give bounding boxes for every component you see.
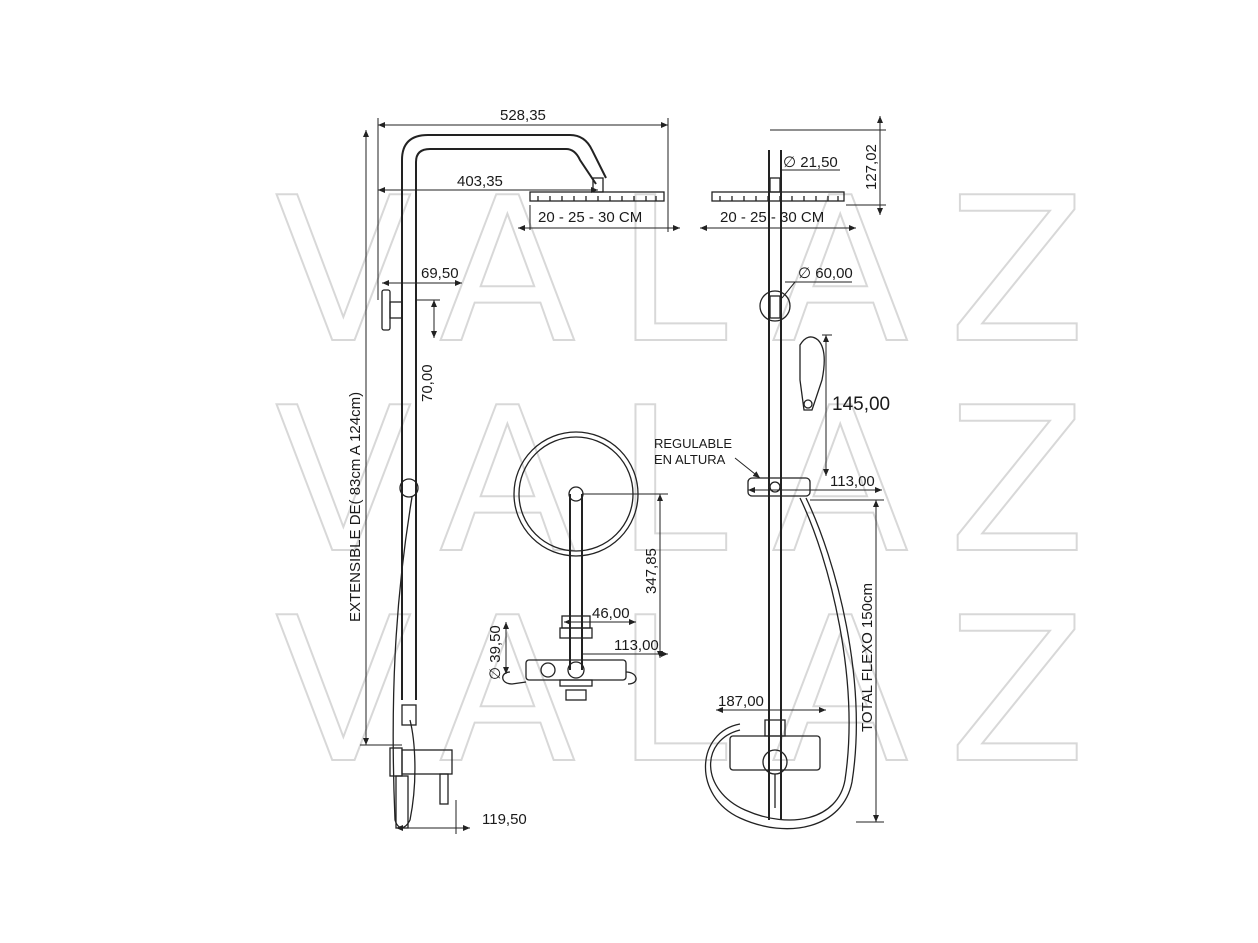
front-hand-shower <box>799 336 825 411</box>
front-support <box>759 290 791 322</box>
side-lower-holder <box>401 704 417 726</box>
dim-slider-offset: 113,00 <box>830 473 875 490</box>
dim-bracket-height: 70,00 <box>419 364 436 402</box>
side-hose <box>392 496 416 829</box>
dim-top-view-offset: 113,00 <box>614 637 659 654</box>
dim-head-size-right: 20 - 25 - 30 CM <box>720 209 824 226</box>
dim-hose-length: TOTAL FLEXO 150cm <box>859 583 876 732</box>
side-slider <box>399 478 419 498</box>
label-regulable-2: EN ALTURA <box>654 452 726 467</box>
dim-top-view-mixer-depth: 46,00 <box>592 605 630 622</box>
dim-arm-length: 403,35 <box>457 173 503 190</box>
dim-bracket-offset: 69,50 <box>421 265 459 282</box>
watermark-row-2: VALAZ <box>275 365 1126 598</box>
dim-extensible: EXTENSIBLE DE( 83cm A 124cm) <box>347 392 364 622</box>
dim-top-view-depth: 347,85 <box>643 548 660 594</box>
front-shower-head <box>711 191 845 202</box>
top-view-arm <box>569 494 583 670</box>
dim-top-height: 127,02 <box>863 144 880 190</box>
side-view: 528,35 403,35 20 - 25 - 30 CM EXTENSIBLE… <box>347 107 680 834</box>
front-hose <box>709 497 850 821</box>
dim-knob-diameter: ∅ 39,50 <box>487 625 504 680</box>
dim-handshower-length: 145,00 <box>832 394 890 415</box>
dim-mixer-width: 187,00 <box>718 693 764 710</box>
label-regulable-1: REGULABLE <box>654 436 732 451</box>
watermark: VALAZ VALAZ VALAZ <box>274 154 1126 809</box>
dim-pipe-diameter: ∅ 21,50 <box>783 154 838 171</box>
dim-total-width: 528,35 <box>500 107 546 124</box>
top-view: 347,85 46,00 113,00 ∅ 39,50 <box>487 431 668 701</box>
dim-support-diameter: ∅ 60,00 <box>798 265 853 282</box>
dim-wall-depth: 119,50 <box>482 811 527 828</box>
front-view: ∅ 21,50 127,02 20 - 25 - 30 CM ∅ 60,00 1… <box>654 116 890 830</box>
watermark-row-3: VALAZ <box>275 575 1126 808</box>
side-riser-pipe <box>401 134 607 700</box>
watermark-row-1: VALAZ <box>275 155 1126 388</box>
dim-head-size-left: 20 - 25 - 30 CM <box>538 209 642 226</box>
